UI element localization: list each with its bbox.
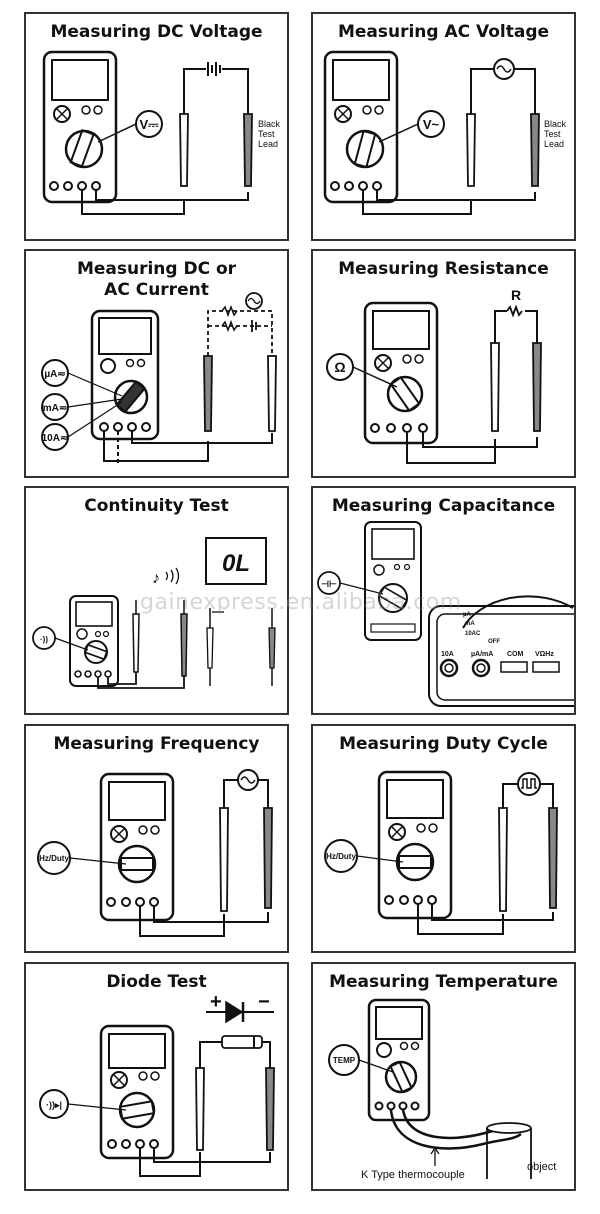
watermark: gainexpress.en.alibaba.com: [140, 590, 462, 615]
jack-label-com: COM: [507, 651, 524, 658]
display-reading: 0L: [222, 550, 250, 577]
lead-label-3: Lead: [258, 139, 278, 149]
panel-title: Measuring DC or AC Current: [76, 259, 237, 300]
jack-label-10a: 10A: [441, 651, 454, 658]
panel-title: Measuring Capacitance: [331, 496, 556, 516]
probe-label: K Type thermocouple: [361, 1169, 465, 1181]
knob-label: TEMP: [333, 1056, 356, 1065]
knob-label: ·))▸|: [46, 1100, 62, 1110]
plus-sign: +: [210, 991, 222, 1013]
panel-continuity: Continuity Test 0L ♪ ·)): [24, 486, 289, 715]
panel-current: Measuring DC or AC Current µA≂ mA≂ 10A≂: [24, 249, 289, 478]
panel-temperature: Measuring Temperature TEMP K Type thermo…: [311, 962, 576, 1191]
panel-title: Measuring Resistance: [338, 259, 549, 279]
resistance-diagram: Ω R: [326, 287, 542, 464]
panel-title: Measuring AC Voltage: [337, 22, 550, 42]
lead-label-2: Test: [544, 129, 561, 139]
minus-sign: −: [258, 991, 270, 1013]
jack-label-uama: µA/mA: [471, 651, 493, 658]
ac-voltage-diagram: V~ Black Test Lead: [323, 50, 567, 215]
object-label: object: [527, 1161, 556, 1173]
lead-label-3: Lead: [544, 139, 564, 149]
frequency-diagram: Hz/Duty: [37, 769, 273, 937]
lead-label-1: Black: [544, 119, 567, 129]
knob-label: Hz/Duty: [326, 852, 356, 861]
panel-title: Continuity Test: [84, 496, 229, 516]
panel-resistance: Measuring Resistance Ω R: [311, 249, 576, 478]
continuity-diagram: 0L ♪ ·)): [32, 537, 276, 689]
knob-label: V⎓: [139, 117, 159, 132]
panel-title: Measuring Temperature: [329, 972, 558, 992]
dc-voltage-diagram: V⎓ Black Test Lead: [42, 50, 281, 215]
panel-title: Diode Test: [106, 972, 207, 992]
label-ma: mA≂: [43, 403, 68, 414]
knob-label: Ω: [334, 359, 345, 375]
lead-label-2: Test: [258, 129, 275, 139]
label-10a: 10A≂: [42, 433, 69, 444]
duty-cycle-diagram: Hz/Duty: [324, 770, 558, 935]
lead-label-1: Black: [258, 119, 281, 129]
dial-label-10ac: 10AC: [465, 631, 481, 637]
panel-title: Measuring Duty Cycle: [339, 734, 548, 754]
knob-label: V~: [423, 117, 440, 132]
dial-label-off: OFF: [488, 639, 500, 645]
knob-label: ·)): [40, 635, 48, 644]
jack-label-vohz: VΩHz: [535, 651, 554, 658]
resistor-label: R: [511, 287, 521, 303]
panel-capacitance: Measuring Capacitance 10AC OFF mA µA 10A…: [311, 486, 576, 715]
panel-diode: Diode Test + − ·))▸|: [24, 962, 289, 1191]
knob-label: Hz/Duty: [39, 854, 69, 863]
panel-duty-cycle: Measuring Duty Cycle Hz/Duty: [311, 724, 576, 953]
capacitance-diagram: 10AC OFF mA µA 10A µA/mA COM VΩHz ⊣⊢: [317, 521, 574, 707]
label-ua: µA≂: [44, 369, 65, 380]
speaker-icon: ♪: [152, 570, 160, 587]
panel-dc-voltage: Measuring DC Voltage V⎓ Black Test Lead: [24, 12, 289, 241]
panel-ac-voltage: Measuring AC Voltage V~ Black Test Lead: [311, 12, 576, 241]
knob-label: ⊣⊢: [321, 579, 337, 589]
dial-label-ma: mA: [465, 621, 475, 627]
diode-diagram: + − ·))▸|: [39, 991, 275, 1177]
panel-frequency: Measuring Frequency Hz/Duty: [24, 724, 289, 953]
current-diagram: µA≂ mA≂ 10A≂: [41, 292, 277, 463]
panel-title: Measuring Frequency: [53, 734, 260, 754]
dial-label-ua: µA: [463, 612, 471, 618]
temperature-diagram: TEMP K Type thermocouple object: [328, 998, 556, 1181]
panel-title: Measuring DC Voltage: [50, 22, 263, 42]
